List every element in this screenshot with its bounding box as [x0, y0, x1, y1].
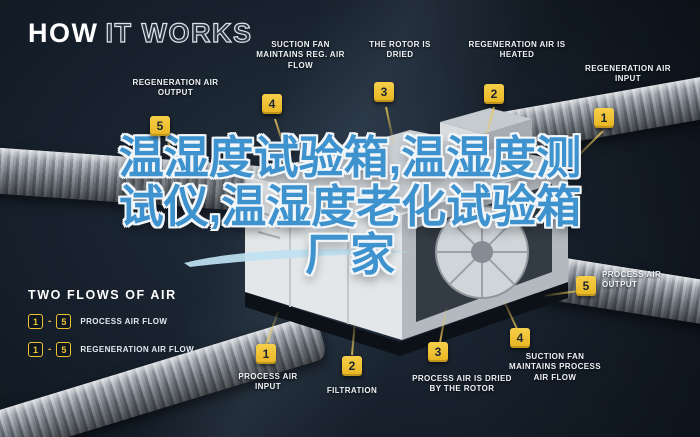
brush-underline — [184, 249, 411, 267]
callout-filtration: FILTRATION — [326, 386, 378, 395]
step-badge-process-5: 5 — [576, 276, 596, 296]
headline-line-2: 试仪,温湿度老化试验箱 — [118, 180, 582, 232]
callout-process-air-input: PROCESS AIR INPUT — [238, 372, 298, 392]
callout-rotor-is-dried: THE ROTOR IS DRIED — [369, 40, 431, 60]
headline-line-3: 厂家 — [304, 229, 395, 281]
step-badge-process-1: 1 — [256, 344, 276, 364]
legend-row-process: 1 - 5 PROCESS AIR FLOW — [28, 314, 167, 329]
step-badge-regeneration-4: 4 — [262, 94, 282, 114]
callout-suction-fan-process: SUCTION FAN MAINTAINS PROCESS AIR FLOW — [509, 352, 601, 382]
legend-badge-end: 5 — [56, 342, 72, 357]
callout-regeneration-air-heated: REGENERATION AIR IS HEATED — [468, 40, 566, 60]
headline-line-1: 温湿度试验箱,温湿度测 — [118, 132, 582, 183]
legend-heading: TWO FLOWS OF AIR — [28, 288, 177, 302]
legend-row-regeneration: 1 - 5 REGENERATION AIR FLOW — [28, 342, 194, 357]
legend-dash: - — [48, 316, 52, 327]
legend-label-process-air-flow: PROCESS AIR FLOW — [80, 317, 168, 326]
step-badge-process-2: 2 — [342, 356, 362, 376]
legend-badge-end: 5 — [56, 314, 72, 329]
step-badge-regeneration-2: 2 — [484, 84, 504, 104]
dehumidifier-unit-illustration — [244, 108, 569, 356]
step-badge-process-3: 3 — [428, 342, 448, 362]
step-badge-process-4: 4 — [510, 328, 530, 348]
legend-dash: - — [48, 344, 52, 355]
headline-overlay: 温湿度试验箱,温湿度测 试仪,温湿度老化试验箱 厂家 — [0, 132, 700, 281]
legend-badge-start: 1 — [28, 342, 43, 357]
legend-label-regeneration-air-flow: REGENERATION AIR FLOW — [80, 345, 195, 354]
callout-process-air-dried: PROCESS AIR IS DRIED BY THE ROTOR — [412, 374, 512, 394]
step-badge-regeneration-1: 1 — [594, 108, 614, 128]
page-title-primary: HOW — [28, 18, 99, 48]
callout-regeneration-air-input: REGENERATION AIR INPUT — [585, 64, 671, 84]
page-title-secondary: IT WORKS — [105, 17, 253, 48]
step-badge-regeneration-3: 3 — [374, 82, 394, 102]
callout-suction-fan-reg: SUCTION FAN MAINTAINS REG. AIR FLOW — [256, 40, 345, 70]
callout-process-air-output: PROCESS AIR OUTPUT — [602, 270, 662, 290]
legend-badge-start: 1 — [28, 314, 43, 329]
step-badge-regeneration-5: 5 — [150, 116, 170, 136]
callout-regeneration-air-output: REGENERATION AIR OUTPUT — [132, 78, 219, 98]
